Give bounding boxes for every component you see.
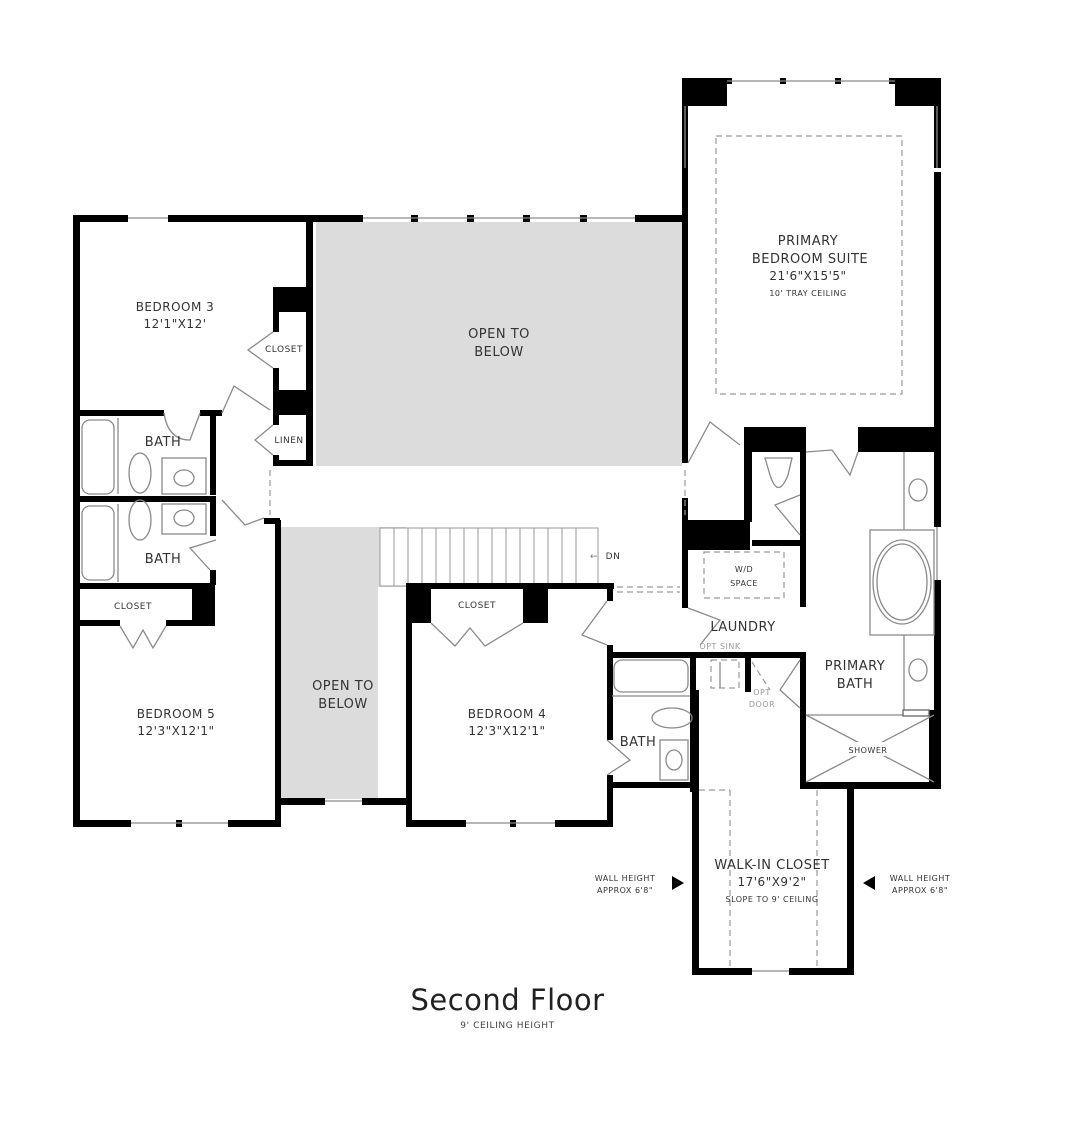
bedroom3-size: 12'1"X12' <box>143 317 206 331</box>
primary-suite-size: 21'6"X15'5" <box>769 269 846 283</box>
walkin-closet-note: SLOPE TO 9' CEILING <box>725 895 818 904</box>
bath-bed4-label: BATH <box>620 735 657 750</box>
primary-bath-name-1: PRIMARY <box>825 659 885 674</box>
stairs-arrow-icon: ← <box>590 552 598 562</box>
bedroom4-name: BEDROOM 4 <box>468 707 547 721</box>
closet-bed4-label: CLOSET <box>458 601 496 611</box>
laundry-label: LAUNDRY <box>710 620 775 635</box>
room-bedroom-3: BEDROOM 3 12'1"X12' <box>136 300 215 331</box>
open-below-main-2: BELOW <box>474 345 524 360</box>
primary-bath-name-2: BATH <box>837 677 874 692</box>
bedroom3-name: BEDROOM 3 <box>136 300 215 314</box>
wall-height-annotations: WALL HEIGHT APPROX 6'8" WALL HEIGHT APPR… <box>595 874 950 895</box>
primary-suite-name-1: PRIMARY <box>778 234 838 249</box>
wall-height-right-arrow-icon <box>863 876 875 890</box>
wall-height-right-2: APPROX 6'8" <box>892 886 948 895</box>
room-laundry: W/D SPACE LAUNDRY OPT SINK OPT DOOR <box>699 565 775 709</box>
bedroom4-size: 12'3"X12'1" <box>468 724 545 738</box>
open-to-below-main-area <box>316 222 682 466</box>
bath-lower-label: BATH <box>145 552 182 567</box>
walkin-closet-name: WALK-IN CLOSET <box>714 858 829 873</box>
room-primary-bath: PRIMARY BATH SHOWER <box>825 659 898 756</box>
shower-label: SHOWER <box>849 746 888 755</box>
open-below-side-2: BELOW <box>318 697 368 712</box>
open-below-main-1: OPEN TO <box>468 327 530 342</box>
wall-height-left-arrow-icon <box>672 876 684 890</box>
opt-door-label-2: DOOR <box>749 700 775 709</box>
wd-label-2: SPACE <box>730 579 758 588</box>
opt-door-label-1: OPT <box>753 688 771 697</box>
fixtures <box>81 418 935 783</box>
walkin-closet-size: 17'6"X9'2" <box>737 875 806 889</box>
room-bedroom-4: BEDROOM 4 12'3"X12'1" <box>468 707 547 738</box>
opt-sink-label: OPT SINK <box>699 642 740 651</box>
wall-height-left-2: APPROX 6'8" <box>597 886 653 895</box>
stairs-dn-label: DN <box>606 552 621 562</box>
closet-bed3-label: CLOSET <box>265 345 303 355</box>
open-below-side-1: OPEN TO <box>312 679 374 694</box>
walls <box>73 78 941 975</box>
room-walkin-closet: WALK-IN CLOSET 17'6"X9'2" SLOPE TO 9' CE… <box>714 858 829 904</box>
room-primary-suite: PRIMARY BEDROOM SUITE 21'6"X15'5" 10' TR… <box>752 234 868 298</box>
wd-label-1: W/D <box>735 565 753 574</box>
closet-bed5-label: CLOSET <box>114 602 152 612</box>
bedroom5-name: BEDROOM 5 <box>137 707 216 721</box>
room-bedroom-5: BEDROOM 5 12'3"X12'1" <box>137 707 216 738</box>
dashed-features <box>269 135 903 968</box>
bedroom5-size: 12'3"X12'1" <box>137 724 214 738</box>
room-open-below-side: OPEN TO BELOW <box>312 679 374 712</box>
primary-suite-note: 10' TRAY CEILING <box>769 289 846 298</box>
wall-height-right-1: WALL HEIGHT <box>890 874 950 883</box>
windows <box>128 80 938 972</box>
doors <box>119 331 859 776</box>
wall-height-left-1: WALL HEIGHT <box>595 874 655 883</box>
floor-title: Second Floor <box>410 983 605 1017</box>
bath-upper-label: BATH <box>145 435 182 450</box>
floor-subtitle: 9' CEILING HEIGHT <box>460 1021 555 1031</box>
primary-suite-name-2: BEDROOM SUITE <box>752 252 868 267</box>
linen-label: LINEN <box>274 436 303 446</box>
stairs: ← <box>379 527 599 587</box>
room-open-below-main: OPEN TO BELOW <box>468 327 530 360</box>
